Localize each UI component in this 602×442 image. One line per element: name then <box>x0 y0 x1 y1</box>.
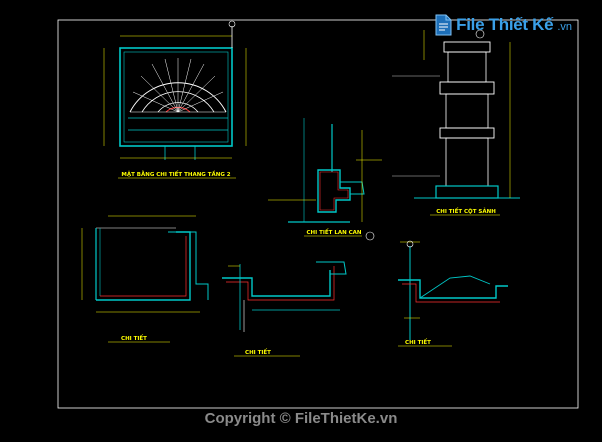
stair-plan-title: MẶT BẰNG CHI TIẾT THANG TẦNG 2 <box>121 169 230 178</box>
copyright-watermark: Copyright © FileThietKe.vn <box>204 410 398 427</box>
railing-detail <box>268 118 382 241</box>
sheet-frame <box>57 19 579 409</box>
stair-plan <box>103 20 247 179</box>
detail-b-title: CHI TIẾT <box>245 348 271 356</box>
logo-domain-ext: .vn <box>557 21 572 33</box>
detail-a-title: CHI TIẾT <box>121 334 147 342</box>
filethietke-logo: File Thiết Kế .vn <box>434 14 572 36</box>
document-icon <box>435 14 452 36</box>
logo-text: File Thiết Kế <box>456 15 554 34</box>
column-detail <box>392 29 520 216</box>
railing-detail-title: CHI TIẾT LAN CAN <box>307 228 362 236</box>
column-detail-title: CHI TIẾT CỘT SẢNH <box>436 207 496 215</box>
detail-c-title: CHI TIẾT <box>405 338 431 346</box>
detail-c-section <box>398 240 508 347</box>
detail-b-section <box>222 261 347 357</box>
detail-a-section <box>81 215 209 343</box>
